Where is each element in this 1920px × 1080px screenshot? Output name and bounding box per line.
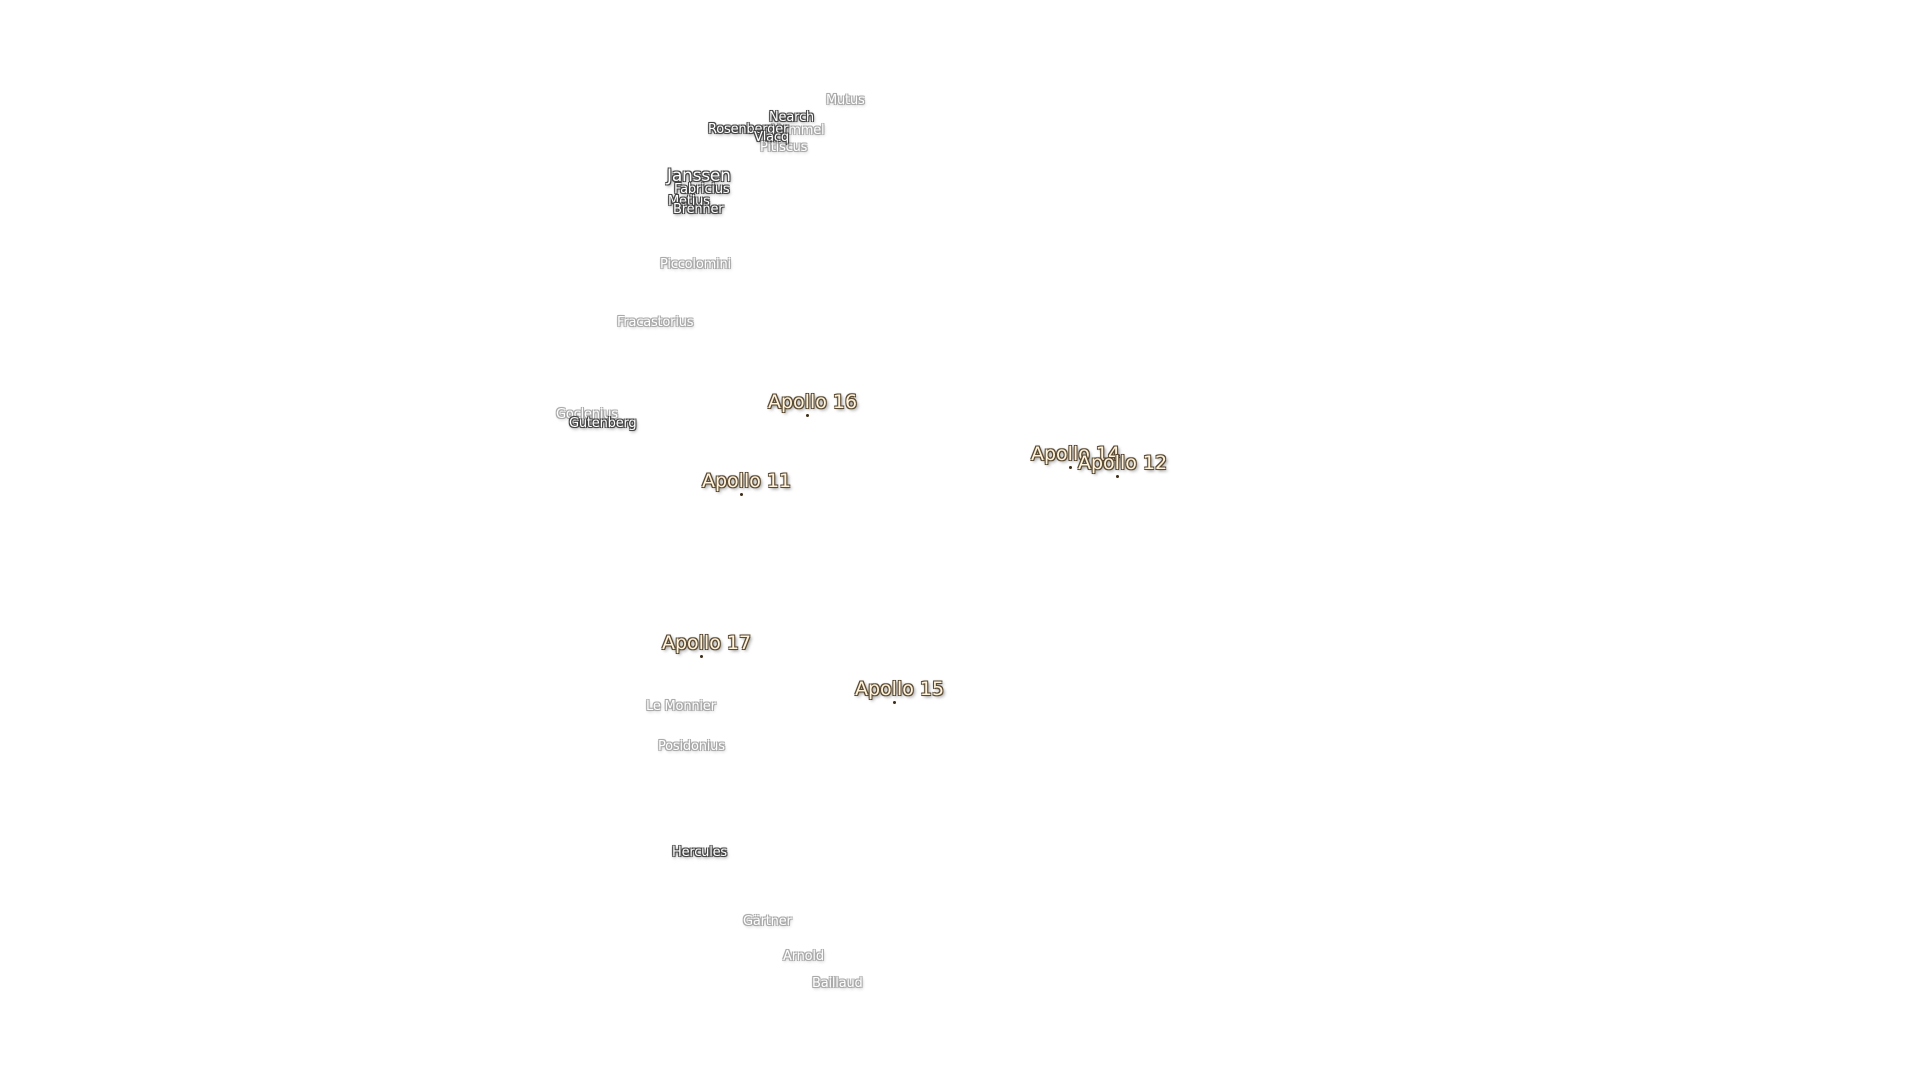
crater-label-baillaud[interactable]: Baillaud: [812, 976, 863, 991]
crater-label-nearch[interactable]: Nearch: [769, 110, 814, 125]
apollo-15-marker[interactable]: [893, 701, 896, 704]
apollo-12-marker[interactable]: [1116, 475, 1119, 478]
apollo-16-label[interactable]: Apollo 16: [768, 391, 858, 413]
crater-label-goclenius[interactable]: Goclenius: [556, 407, 618, 422]
apollo-17-marker[interactable]: [700, 655, 703, 658]
crater-label-brenner[interactable]: Brenner: [673, 202, 724, 217]
apollo-17-label[interactable]: Apollo 17: [662, 632, 752, 654]
crater-label-fracastorius[interactable]: Fracastorius: [617, 315, 694, 330]
crater-label-posidonius[interactable]: Posidonius: [658, 739, 725, 754]
crater-label-fabricius[interactable]: Fabricius: [674, 182, 730, 197]
crater-label-metius[interactable]: Metius: [668, 194, 710, 209]
apollo-11-marker[interactable]: [740, 493, 743, 496]
crater-label-piccolomini[interactable]: Piccolomini: [660, 257, 731, 272]
crater-label-gutenberg[interactable]: Gutenberg: [569, 416, 637, 431]
crater-label-gartner[interactable]: Gärtner: [743, 914, 792, 929]
apollo-11-label[interactable]: Apollo 11: [702, 470, 792, 492]
crater-label-janssen[interactable]: Janssen: [667, 166, 731, 186]
crater-label-hommel[interactable]: Hommel: [771, 123, 825, 138]
apollo-16-marker[interactable]: [806, 414, 809, 417]
apollo-15-label[interactable]: Apollo 15: [855, 678, 945, 700]
crater-label-rosenberger[interactable]: Rosenberger: [708, 122, 789, 137]
apollo-14-marker[interactable]: [1069, 466, 1072, 469]
crater-label-pitiscus[interactable]: Pitiscus: [760, 140, 808, 155]
apollo-12-label[interactable]: Apollo 12: [1078, 452, 1168, 474]
crater-label-arnold[interactable]: Arnold: [783, 949, 824, 964]
crater-label-hercules[interactable]: Hercules: [672, 845, 728, 860]
crater-label-vlacq[interactable]: Vlacq: [754, 130, 789, 145]
apollo-14-label[interactable]: Apollo 14: [1031, 443, 1121, 465]
crater-label-le-monnier[interactable]: Le Monnier: [646, 699, 716, 714]
crater-label-mutus[interactable]: Mutus: [826, 93, 865, 108]
